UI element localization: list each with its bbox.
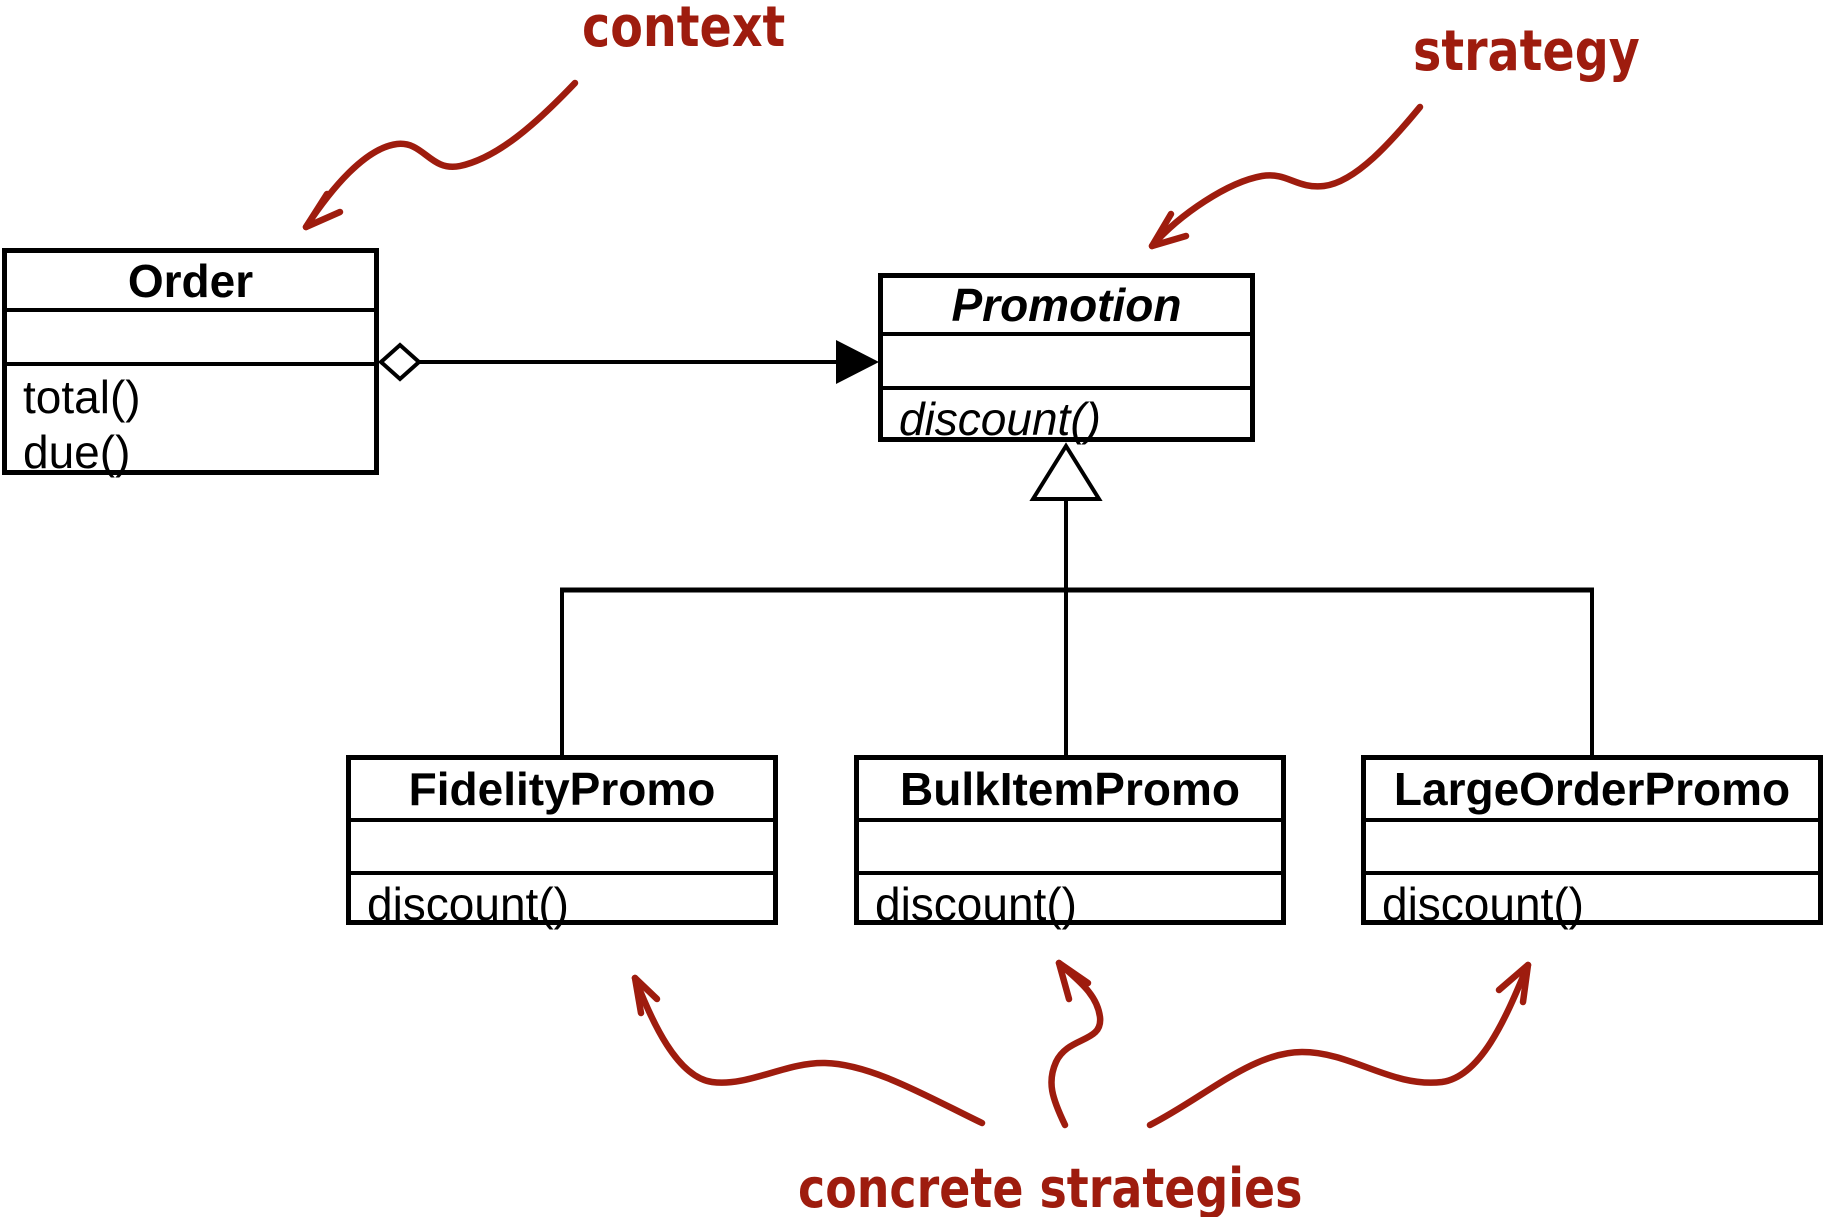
class-name: Promotion xyxy=(951,279,1182,331)
class-attributes xyxy=(859,818,1281,871)
class-box-order: Order total()due() xyxy=(2,248,379,478)
concrete-arrow-middle-head-icon xyxy=(1055,959,1092,1003)
class-name: BulkItemPromo xyxy=(900,763,1240,815)
class-attributes xyxy=(883,332,1250,386)
annotation-strategy: strategy xyxy=(1413,19,1640,84)
class-name: Order xyxy=(127,254,254,307)
class-method: total() xyxy=(23,371,141,423)
association-arrowhead-icon xyxy=(836,340,879,384)
class-attributes xyxy=(7,308,374,362)
class-attributes xyxy=(1366,818,1818,871)
concrete-arrow-right xyxy=(1146,961,1532,1129)
concrete-arrow-left-head-icon xyxy=(631,974,661,1017)
strategy-arrow xyxy=(1148,103,1424,250)
class-box-bulkitempromo: BulkItemPromo discount() xyxy=(854,755,1286,929)
class-box-largeorderpromo: LargeOrderPromo discount() xyxy=(1361,755,1823,929)
class-method: discount() xyxy=(367,878,569,930)
concrete-arrow-right-head-icon xyxy=(1495,961,1532,1006)
context-arrowhead-icon xyxy=(302,190,344,231)
strategy-arrowhead-icon xyxy=(1148,210,1190,250)
class-name: LargeOrderPromo xyxy=(1393,763,1791,815)
class-method: discount() xyxy=(875,878,1077,930)
class-methods: discount() xyxy=(859,871,1281,929)
class-box-promotion: Promotion discount() xyxy=(878,273,1255,444)
inheritance-triangle-icon xyxy=(1029,442,1103,501)
class-methods: discount() xyxy=(1366,871,1818,929)
annotation-arrows xyxy=(302,79,1532,1129)
class-name: FidelityPromo xyxy=(408,763,716,815)
class-methods: discount() xyxy=(351,871,773,929)
class-methods: discount() xyxy=(883,386,1250,444)
class-methods: total()due() xyxy=(7,362,374,480)
class-attributes xyxy=(351,818,773,871)
context-arrow xyxy=(302,79,579,231)
class-method: due() xyxy=(23,426,131,478)
class-box-fidelitypromo: FidelityPromo discount() xyxy=(346,755,778,929)
class-method: discount() xyxy=(899,393,1101,445)
aggregation-diamond-icon xyxy=(378,342,422,382)
concrete-arrow-middle xyxy=(1048,959,1104,1129)
concrete-arrow-left xyxy=(631,974,986,1127)
class-method: discount() xyxy=(1382,878,1584,930)
annotation-context: context xyxy=(582,0,786,60)
annotation-concrete-strategies: concrete strategies xyxy=(798,1157,1303,1217)
